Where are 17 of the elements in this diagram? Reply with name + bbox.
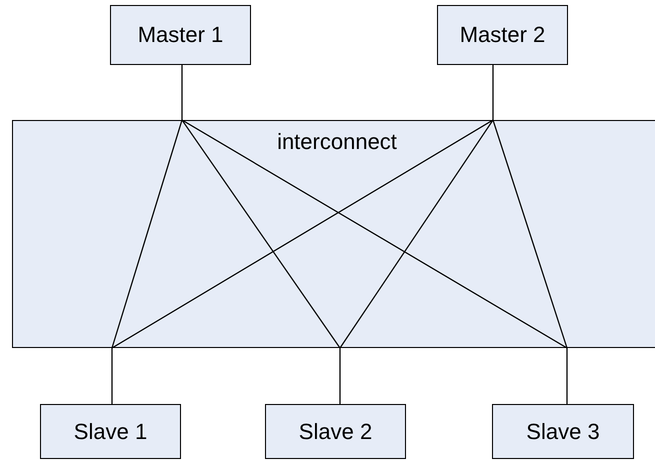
connection-line [181, 65, 183, 120]
slave-box [492, 404, 634, 459]
slave-box [265, 404, 406, 459]
box-label: Slave 1 [74, 418, 148, 444]
box-label: Master 1 [138, 22, 224, 48]
interconnect-label: interconnect [277, 129, 397, 155]
box-label: Master 2 [460, 22, 546, 48]
connection-line [111, 348, 113, 404]
connection-line [339, 348, 341, 404]
box-label: Slave 2 [298, 418, 372, 444]
master-box [110, 5, 251, 65]
connection-line [492, 65, 494, 120]
interconnect-band [12, 120, 655, 348]
box-label: Slave 3 [526, 418, 600, 444]
master-box [437, 5, 568, 65]
slave-box [40, 404, 181, 459]
connection-line [566, 348, 568, 404]
